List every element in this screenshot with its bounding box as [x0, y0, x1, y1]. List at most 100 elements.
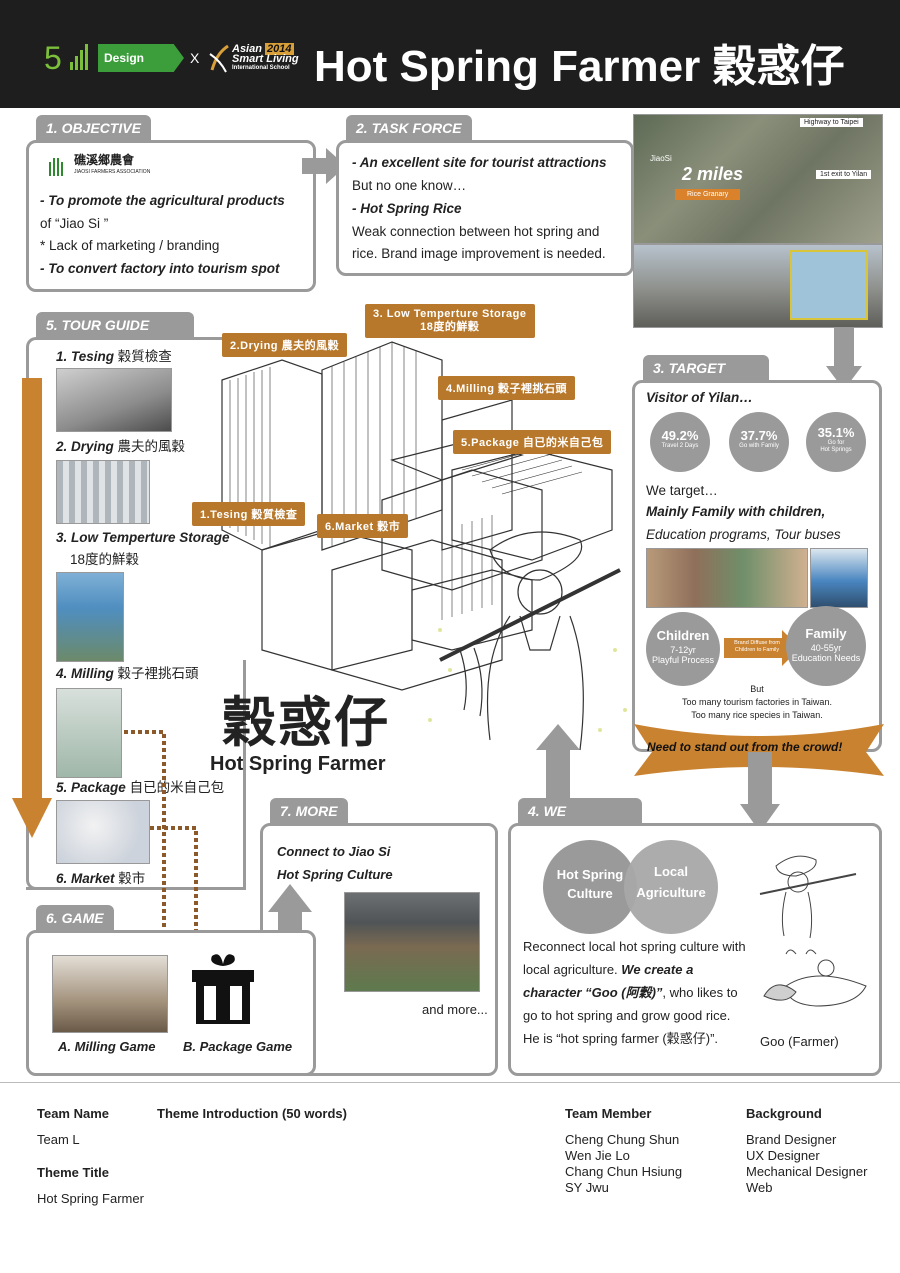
background-2: UX Designer: [746, 1148, 820, 1163]
tour-item-3-cn: 18度的鮮穀: [70, 552, 140, 567]
theme-intro-heading: Theme Introduction (50 words): [157, 1106, 347, 1121]
objective-line3: * Lack of marketing / branding: [40, 238, 220, 253]
association-name: 礁溪鄉農會: [74, 153, 135, 167]
team-name-heading: Team Name: [37, 1106, 110, 1121]
game-tag: 6. GAME: [36, 905, 114, 931]
milling-game-photo: [52, 955, 168, 1033]
logo-bars-icon: [70, 44, 90, 70]
tour-panel-bottom-edge: [26, 887, 246, 890]
game-panel: [26, 930, 316, 1076]
arrow-down-icon: [826, 328, 862, 390]
brand-diffuse-arrow-icon: [724, 630, 800, 666]
tour-item-3-en: 3. Low Temperture Storage: [56, 530, 230, 545]
stat-circle-2: 37.7% Go with Family: [729, 412, 789, 472]
stat-2-label: Go with Family: [739, 443, 779, 449]
tour-item-4: 4. Milling 穀子裡挑石頭: [56, 663, 199, 685]
propose-line3: character “Goo (阿穀)”, who likes to: [523, 982, 738, 1004]
stat-circle-1: 49.2% Travel 2 Days: [650, 412, 710, 472]
children-circle: Children 7-12yr Playful Process: [646, 612, 720, 686]
tour-photo-package: [56, 800, 150, 864]
stat-1-value: 49.2%: [661, 428, 699, 443]
asian-school-logo: Asian 2014 Smart Living International Sc…: [232, 43, 299, 72]
arrow-right-icon: [302, 148, 346, 184]
stat-3-label-2: Hot Springs: [820, 447, 852, 453]
more-tag: 7. MORE: [270, 798, 348, 824]
family-desc: Education Needs: [791, 653, 861, 663]
task-panel: [336, 140, 634, 276]
goo-caption: Goo (Farmer): [760, 1034, 839, 1049]
propose-line4: go to hot spring and grow good rice.: [523, 1008, 731, 1023]
children-title: Children: [656, 628, 710, 643]
objective-panel: [26, 140, 316, 292]
asian-line3: International School: [232, 65, 290, 71]
asian-line2: Smart Living: [232, 53, 299, 65]
objective-line1: - To promote the agricultural products: [40, 193, 285, 208]
hot-spring-label-1: Hot Spring: [556, 867, 624, 882]
tour-photo-milling: [56, 688, 122, 778]
tour-item-6-en: 6. Market: [56, 871, 115, 886]
brand-name-en: Hot Spring Farmer: [210, 753, 386, 775]
tour-item-1-cn: 穀質檢查: [114, 349, 172, 364]
association-name-en: JIAOSI FARMERS ASSOCIATION: [74, 169, 151, 175]
task-tag: 2. TASK FORCE: [346, 115, 472, 141]
task-line5: rice. Brand image improvement is needed.: [352, 246, 606, 261]
team-member-3: Chang Chun Hsiung: [565, 1164, 683, 1179]
tour-item-3: 3. Low Temperture Storage: [56, 527, 230, 549]
sketch-label-drying: 2.Drying 農夫的風穀: [222, 333, 348, 357]
objective-line2: of “Jiao Si ”: [40, 216, 109, 231]
sketch-label-storage-2: 18度的鮮穀: [420, 321, 480, 333]
family-age: 40-55yr: [810, 643, 842, 653]
tour-flow-arrow-icon: [12, 378, 52, 838]
target-tag: 3. TARGET MARKET: [643, 355, 769, 402]
target-but: But: [750, 684, 764, 694]
farmer-sketch: [428, 531, 627, 751]
children-age: 7-12yr: [670, 645, 696, 655]
team-member-1: Cheng Chung Shun: [565, 1132, 680, 1147]
target-visitor: Visitor of Yilan…: [646, 390, 753, 405]
objective-tag: 1. OBJECTIVE: [36, 115, 151, 141]
map-photo: [633, 114, 883, 244]
brand-diffuse-1: Brand Diffuse from: [734, 640, 780, 646]
target-too-many-1: Too many tourism factories in Taiwan.: [682, 697, 832, 707]
target-but-block: But Too many tourism factories in Taiwan…: [632, 683, 882, 722]
hot-spring-circle: Hot Spring Culture: [543, 840, 637, 934]
propose-line2: local agriculture. We create a: [523, 959, 693, 981]
tour-item-4-en: 4. Milling: [56, 666, 114, 681]
page-title: Hot Spring Farmer 穀惑仔: [314, 42, 845, 91]
tour-item-6-cn: 穀市: [114, 871, 146, 886]
farmers-association-logo-icon: [46, 154, 66, 178]
collab-x: X: [190, 50, 200, 66]
granary-sign: [790, 250, 868, 320]
tour-photo-storage: [56, 572, 124, 662]
propose-line3a: character “Goo (阿穀)”: [523, 985, 663, 1000]
background-heading: Background: [746, 1106, 822, 1121]
propose-line3b: , who likes to: [662, 985, 738, 1000]
family-photo: [646, 548, 808, 608]
theme-title-value: Hot Spring Farmer: [37, 1191, 144, 1206]
team-name-value: Team L: [37, 1132, 80, 1147]
task-line1: - An excellent site for tourist attracti…: [352, 155, 607, 170]
map-granary-label: Rice Granary: [675, 189, 741, 200]
hot-spring-label-2: Culture: [567, 886, 613, 901]
stat-2-value: 37.7%: [740, 428, 778, 443]
standout-text: Need to stand out from the crowd!: [647, 740, 843, 754]
more-andmore: and more...: [422, 1002, 488, 1017]
target-we-target: We target…: [646, 483, 718, 498]
tour-item-2-cn: 農夫的風穀: [113, 439, 186, 454]
goo-character-sketch: [759, 855, 867, 1007]
task-line4: Weak connection between hot spring and: [352, 224, 600, 239]
objective-line4: - To convert factory into tourism spot: [40, 261, 280, 276]
local-agri-circle: Local Agriculture: [624, 840, 718, 934]
package-game-label: B. Package Game: [183, 1039, 293, 1054]
task-line3: - Hot Spring Rice: [352, 201, 462, 216]
design-action-badge: Design Action: [98, 44, 184, 72]
more-line2: Hot Spring Culture: [277, 867, 393, 882]
team-member-heading: Team Member: [565, 1106, 652, 1121]
propose-line1: Reconnect local hot spring culture with: [523, 939, 746, 954]
hot-spring-photo: [344, 892, 480, 992]
propose-tag: 4. WE PROPOSE: [518, 798, 642, 845]
footer-divider: [0, 1082, 900, 1083]
tour-item-1: 1. Tesing 穀質檢查: [56, 346, 172, 368]
